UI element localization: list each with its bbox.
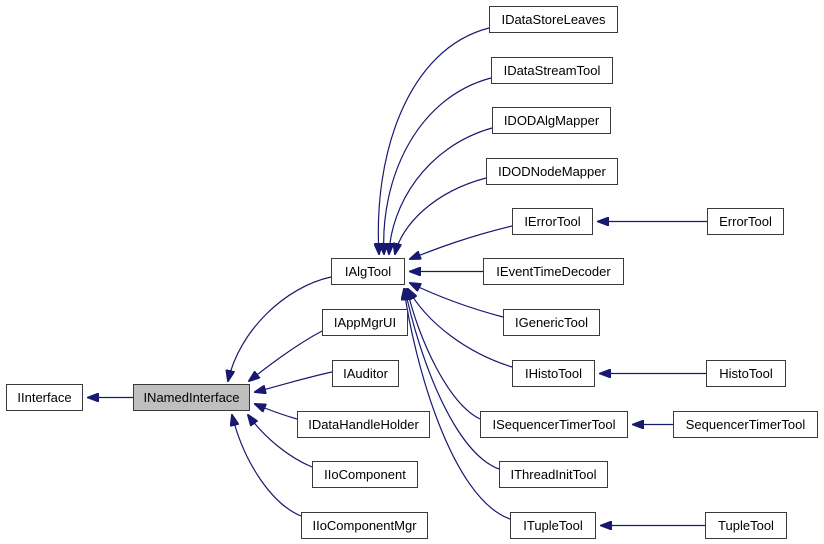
edge-isequencertimertool-ialgtool [407, 289, 481, 420]
edge-ithreadinittool-ialgtool [405, 289, 500, 470]
edge-idodalgmapper-ialgtool [389, 127, 493, 254]
edge-igenerictool-ialgtool [410, 283, 504, 318]
node-ihistotool[interactable]: IHistoTool [512, 360, 595, 387]
node-inamedinterface[interactable]: INamedInterface [133, 384, 250, 411]
node-iappmgrui[interactable]: IAppMgrUI [322, 309, 408, 336]
node-ialgtool[interactable]: IAlgTool [331, 258, 405, 285]
node-ithreadinittool[interactable]: IThreadInitTool [499, 461, 608, 488]
node-tupletool[interactable]: TupleTool [705, 512, 787, 539]
node-errortool[interactable]: ErrorTool [707, 208, 784, 235]
node-iauditor[interactable]: IAuditor [332, 360, 399, 387]
node-ieventtimedecoder[interactable]: IEventTimeDecoder [483, 258, 624, 285]
edge-iiocomponentmgr-inamedinterface [232, 415, 302, 517]
node-iinterface[interactable]: IInterface [6, 384, 83, 411]
edge-iappmgrui-inamedinterface [249, 330, 323, 381]
node-itupletool[interactable]: ITupleTool [510, 512, 596, 539]
edge-ialgtool-inamedinterface [228, 276, 332, 381]
edge-iiocomponent-inamedinterface [248, 415, 313, 468]
edge-iauditor-inamedinterface [255, 371, 333, 392]
node-idatastoreleaves[interactable]: IDataStoreLeaves [489, 6, 618, 33]
edge-itupletool-ialgtool [404, 289, 511, 520]
edge-ihistotool-ialgtool [408, 289, 513, 368]
node-igenerictool[interactable]: IGenericTool [503, 309, 600, 336]
node-ierrortool[interactable]: IErrorTool [512, 208, 593, 235]
edge-idatastoreleaves-ialgtool [378, 27, 490, 254]
node-iiocomponent[interactable]: IIoComponent [312, 461, 418, 488]
node-histotool[interactable]: HistoTool [706, 360, 786, 387]
edge-idatahandleholder-inamedinterface [255, 404, 298, 420]
node-idatahandleholder[interactable]: IDataHandleHolder [297, 411, 430, 438]
edge-ierrortool-ialgtool [410, 225, 513, 259]
node-sequencertimertool[interactable]: SequencerTimerTool [673, 411, 818, 438]
edge-idodnodemapper-ialgtool [395, 177, 487, 254]
node-isequencertimertool[interactable]: ISequencerTimerTool [480, 411, 628, 438]
edge-idatastreamtool-ialgtool [384, 77, 492, 254]
node-idodnodemapper[interactable]: IDODNodeMapper [486, 158, 618, 185]
node-iiocomponentmgr[interactable]: IIoComponentMgr [301, 512, 428, 539]
node-idatastreamtool[interactable]: IDataStreamTool [491, 57, 613, 84]
node-idodalgmapper[interactable]: IDODAlgMapper [492, 107, 611, 134]
